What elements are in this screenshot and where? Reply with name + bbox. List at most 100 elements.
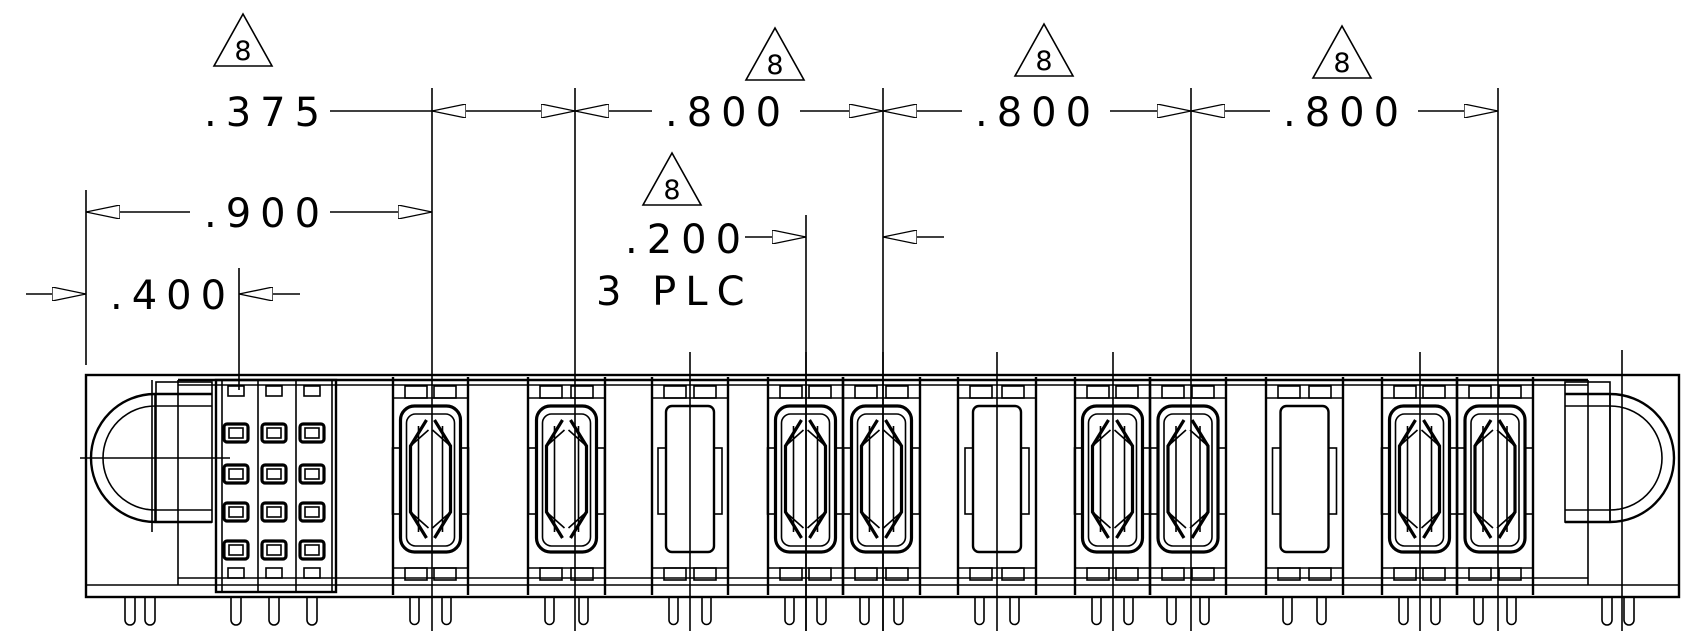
contact-side-rail xyxy=(459,447,470,515)
latch-tab xyxy=(570,567,594,581)
pin xyxy=(701,597,712,626)
dimension-900: .900 xyxy=(86,191,432,237)
signal-contact-inner xyxy=(304,427,320,439)
contact-side-rail xyxy=(1149,447,1159,515)
dimension-800-c: .800 xyxy=(1191,90,1498,136)
signal-contact xyxy=(260,422,288,444)
signal-contact xyxy=(222,539,250,561)
pin xyxy=(124,597,136,626)
dimension-800-c-text: .800 xyxy=(1283,90,1408,136)
latch-tab xyxy=(808,567,832,581)
extension-lines xyxy=(85,88,1499,631)
pin xyxy=(306,597,318,626)
latch-tab xyxy=(779,567,803,581)
signal-tab xyxy=(265,567,283,579)
contact-spring-line xyxy=(860,511,903,529)
latch-tab xyxy=(1115,385,1139,399)
signal-tab xyxy=(227,385,245,397)
latch-tab xyxy=(1191,385,1215,399)
cavity-side-rail xyxy=(713,447,723,515)
pin xyxy=(1316,597,1327,626)
contact-side-rail xyxy=(910,447,921,515)
note-flag-3: 8 xyxy=(1013,22,1075,77)
signal-contact-inner xyxy=(266,506,282,518)
right-end-cap xyxy=(1564,350,1676,631)
signal-block xyxy=(214,378,338,594)
latch-tab xyxy=(1422,567,1446,581)
contact-spring-line xyxy=(1474,511,1516,529)
signal-contact-inner xyxy=(228,506,244,518)
signal-contact-inner xyxy=(228,427,244,439)
dimension-800-b-text: .800 xyxy=(975,90,1100,136)
latch-tab xyxy=(1468,567,1492,581)
contact-spring-line xyxy=(1398,429,1441,447)
pin xyxy=(230,597,242,626)
contact-spring-line xyxy=(409,511,452,529)
latch-tab xyxy=(693,567,717,581)
latch-tab xyxy=(885,567,909,581)
contact-spring-line xyxy=(860,429,903,447)
note-flag-text: 8 xyxy=(663,175,680,206)
pin xyxy=(1091,597,1102,626)
signal-contact-inner xyxy=(228,468,244,480)
contact-side-rail xyxy=(527,447,538,515)
note-flag-text: 8 xyxy=(766,50,783,81)
signal-contact-inner xyxy=(266,468,282,480)
signal-contact-inner xyxy=(266,427,282,439)
contact-side-rail xyxy=(1380,447,1391,515)
contact-spring-line xyxy=(1398,511,1441,529)
signal-contact xyxy=(222,422,250,444)
dimension-900-text: .900 xyxy=(204,191,329,237)
note-flag-5: 8 xyxy=(641,151,703,206)
contact-side-rail xyxy=(595,447,606,515)
note-flag-1: 8 xyxy=(212,12,274,67)
signal-contact xyxy=(222,501,250,523)
pin xyxy=(1506,597,1517,626)
latch-tab xyxy=(1001,385,1025,399)
pin xyxy=(1473,597,1484,626)
cavity-side-rail xyxy=(657,447,667,515)
contact-spring-line xyxy=(1091,511,1134,529)
latch-tab xyxy=(1277,567,1301,581)
latch-tab xyxy=(1086,567,1110,581)
cavity-side-rail xyxy=(1271,447,1282,515)
signal-tab xyxy=(303,385,321,397)
latch-tab xyxy=(663,385,687,399)
latch-tab xyxy=(808,385,832,399)
contact-housing-inner xyxy=(405,413,456,547)
contact-spring-line xyxy=(409,429,452,447)
pin xyxy=(784,597,795,626)
pin xyxy=(893,597,904,626)
note-flag-4: 8 xyxy=(1311,24,1373,79)
contact-side-rail xyxy=(766,447,777,515)
dimension-400-text: .400 xyxy=(110,273,235,319)
latch-tab xyxy=(1308,385,1332,399)
empty-cavity xyxy=(1279,404,1330,554)
latch-tab xyxy=(539,385,563,399)
pin xyxy=(409,597,420,626)
pin xyxy=(578,597,589,626)
left-end-cap xyxy=(80,380,230,532)
latch-tab xyxy=(404,385,428,399)
pin xyxy=(1430,597,1441,626)
contact-housing-inner xyxy=(1470,413,1520,547)
contact-spring-line xyxy=(1167,511,1209,529)
signal-contact xyxy=(298,463,326,485)
signal-contact-inner xyxy=(266,544,282,556)
note-flag-text: 8 xyxy=(234,36,251,67)
latch-tab xyxy=(663,567,687,581)
signal-contact xyxy=(222,463,250,485)
signal-tab xyxy=(303,567,321,579)
contact-side-rail xyxy=(1073,447,1084,515)
dimension-400: .400 xyxy=(26,273,300,319)
pin xyxy=(1601,597,1613,626)
signal-contact-inner xyxy=(228,544,244,556)
contact-housing-inner xyxy=(1163,413,1213,547)
latch-tab xyxy=(539,567,563,581)
connector-modules xyxy=(124,352,1635,631)
latch-tab xyxy=(1161,385,1185,399)
latch-tab xyxy=(1086,385,1110,399)
latch-tab xyxy=(1308,567,1332,581)
latch-tab xyxy=(693,385,717,399)
